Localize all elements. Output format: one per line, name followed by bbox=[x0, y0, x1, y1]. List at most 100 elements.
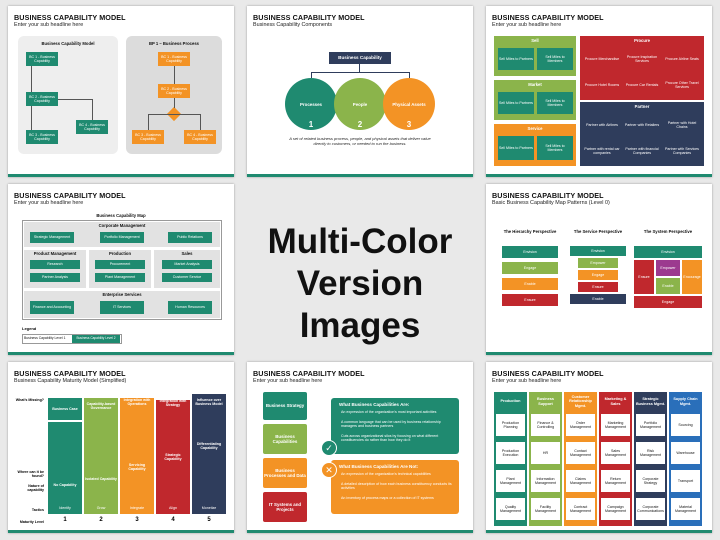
capability-cell: Campaign Management bbox=[601, 498, 630, 520]
banner-business-capability: Business Capability bbox=[329, 52, 391, 64]
right-panel-header: BP 1 – Business Process bbox=[149, 41, 199, 46]
puzzle-business-processes: Business Processes and Data bbox=[263, 458, 307, 488]
slide-title: BUSINESS CAPABILITY MODEL bbox=[14, 369, 126, 378]
capability-cell: Corporate Communications bbox=[636, 498, 665, 520]
row-label: What's Missing? bbox=[15, 398, 44, 402]
column-header: Business Case bbox=[48, 398, 82, 420]
enterprise-item: Human Resources bbox=[168, 301, 212, 314]
slide-subtitle: Enter your sub headline here bbox=[492, 378, 562, 384]
map-title: Business Capability Map bbox=[96, 213, 146, 218]
market-item: Sell Miles to Members bbox=[537, 92, 573, 114]
column-header: Integration with Strategy bbox=[159, 398, 187, 407]
group-label: Service bbox=[527, 126, 543, 131]
caption: A set of related business process, peopl… bbox=[289, 136, 431, 147]
partner-item: Partner with Airlines bbox=[586, 122, 618, 127]
slide-subtitle: Business Capability Maturity Model (Simp… bbox=[14, 378, 127, 384]
production-item: Procurement bbox=[95, 260, 145, 269]
slide-subtitle: Enter your sub headline here bbox=[492, 22, 562, 28]
group-label: Partner bbox=[634, 104, 650, 109]
slide-title: BUSINESS CAPABILITY MODEL bbox=[492, 13, 604, 22]
circle-label: Processes bbox=[300, 101, 322, 107]
capability-nature: Servicing Capability bbox=[128, 462, 146, 471]
group-label: Sell bbox=[531, 38, 539, 43]
capability-cell: Sourcing bbox=[671, 414, 700, 436]
procure-item: Procure Car Rentals bbox=[625, 82, 659, 87]
partner-item: Partner with rental car companies bbox=[584, 146, 620, 155]
capability-cell: Warehouse bbox=[671, 442, 700, 464]
slide-subtitle: Enter your sub headline here bbox=[14, 200, 84, 206]
map-frame bbox=[22, 220, 222, 320]
thumbnail-capability-map[interactable]: BUSINESS CAPABILITY MODEL Enter your sub… bbox=[8, 184, 234, 355]
pattern-header: The Hierarchy Perspective bbox=[503, 229, 557, 234]
sales-item: Market Analysis bbox=[162, 260, 212, 269]
product-header: Product Management bbox=[33, 251, 77, 256]
column-header: Capability-based Governance bbox=[84, 398, 118, 414]
capability-cell: Marketing Management bbox=[601, 414, 630, 436]
capability-cell: Plant Management bbox=[496, 470, 525, 492]
thumbnail-capability-model-tree[interactable]: BUSINESS CAPABILITY MODEL Enter your sub… bbox=[8, 6, 234, 177]
capability-cell: Transport bbox=[671, 470, 700, 492]
slide-subtitle: Enter your sub headline here bbox=[14, 22, 84, 28]
corporate-item: Portfolio Management bbox=[100, 232, 144, 243]
not-panel bbox=[331, 460, 459, 514]
procure-item: Procure Other Travel Services bbox=[665, 80, 699, 89]
group-procure bbox=[580, 36, 704, 100]
enterprise-item: IT Services bbox=[100, 301, 144, 314]
capability-cell: Corporate Strategy bbox=[636, 470, 665, 492]
are-item: Cuts across organizational silos by focu… bbox=[341, 434, 439, 443]
thumbnail-sell-procure-partner[interactable]: BUSINESS CAPABILITY MODEL Enter your sub… bbox=[486, 6, 712, 177]
thumbnail-capability-columns[interactable]: BUSINESS CAPABILITY MODEL Enter your sub… bbox=[486, 362, 712, 533]
are-panel bbox=[331, 398, 459, 454]
legend-frame bbox=[22, 334, 122, 344]
column-header: Influence over Business Model bbox=[195, 397, 223, 406]
service-item: Sell Miles to Partners bbox=[498, 136, 534, 160]
capability-cell: Claims Management bbox=[566, 470, 595, 492]
slide-subtitle: Enter your sub headline here bbox=[253, 378, 323, 384]
production-item: Plant Management bbox=[95, 273, 145, 282]
product-item: Research bbox=[30, 260, 80, 269]
bp-bc1-box: BC 1 - Business Capability bbox=[158, 52, 190, 66]
are-title: What Business Capabilities Are: bbox=[339, 402, 410, 407]
hierarchy-envision: Envision bbox=[502, 246, 558, 258]
bp-bc2-box: BC 2 - Business Capability bbox=[158, 84, 190, 98]
tactic: Align bbox=[169, 505, 177, 510]
sales-item: Customer Service bbox=[162, 273, 212, 282]
tactic: Monetize bbox=[201, 505, 217, 510]
partner-item: Partner with financial Companies bbox=[625, 146, 659, 155]
circle-label: Physical Assets bbox=[392, 101, 426, 107]
capability-cell: Contact Management bbox=[566, 442, 595, 464]
column-header: Strategic Business Mgmt. bbox=[635, 397, 666, 406]
bc4-box: BC 4 - Business Capability bbox=[76, 120, 108, 134]
slide-title: BUSINESS CAPABILITY MODEL bbox=[253, 369, 365, 378]
enterprise-header: Enterprise Services bbox=[102, 292, 142, 297]
capability-cell: Risk Management bbox=[636, 442, 665, 464]
maturity-level: 4 bbox=[171, 517, 175, 523]
bp-bc4-box: BC 4 - Business Capability bbox=[184, 130, 216, 144]
sell-item: Sell Miles to Members bbox=[537, 48, 573, 70]
capability-cell: Sales Management bbox=[601, 442, 630, 464]
column-header: Customer Relationship Mgmt. bbox=[569, 394, 592, 408]
production-header: Production bbox=[108, 251, 132, 256]
system-engage: Engage bbox=[634, 296, 702, 308]
tactic: Integrate bbox=[129, 505, 145, 510]
corporate-header: Corporate Management bbox=[98, 223, 146, 228]
sales-header: Sales bbox=[181, 251, 193, 256]
capability-cell: Production Execution bbox=[496, 442, 525, 464]
service-item: Sell Miles to Members bbox=[537, 136, 573, 160]
service-engage: Engage bbox=[578, 270, 618, 280]
thumbnail-capability-components[interactable]: BUSINESS CAPABILITY MODEL Business Capab… bbox=[247, 6, 473, 177]
capability-cell: Portfolio Management bbox=[636, 414, 665, 436]
thumbnail-maturity-model[interactable]: BUSINESS CAPABILITY MODEL Business Capab… bbox=[8, 362, 234, 533]
pattern-header: The Service Perspective bbox=[573, 229, 623, 234]
slide-subtitle: Business Capability Components bbox=[253, 22, 333, 28]
capability-cell: Order Management bbox=[566, 414, 595, 436]
capability-cell: Contract Management bbox=[566, 498, 595, 520]
market-item: Sell Miles to Partners bbox=[498, 92, 534, 114]
capability-cell: Finance & Controlling bbox=[531, 414, 560, 436]
partner-item: Partner with Services Companies bbox=[665, 146, 699, 155]
bc1-box: BC 1 - Business Capability bbox=[26, 52, 58, 66]
thumbnail-capabilities-are-not[interactable]: BUSINESS CAPABILITY MODEL Enter your sub… bbox=[247, 362, 473, 533]
column-header: Production bbox=[500, 399, 521, 404]
thumbnail-map-patterns[interactable]: BUSINESS CAPABILITY MODEL Basic Business… bbox=[486, 184, 712, 355]
left-panel-header: Business Capability Model bbox=[41, 41, 95, 46]
